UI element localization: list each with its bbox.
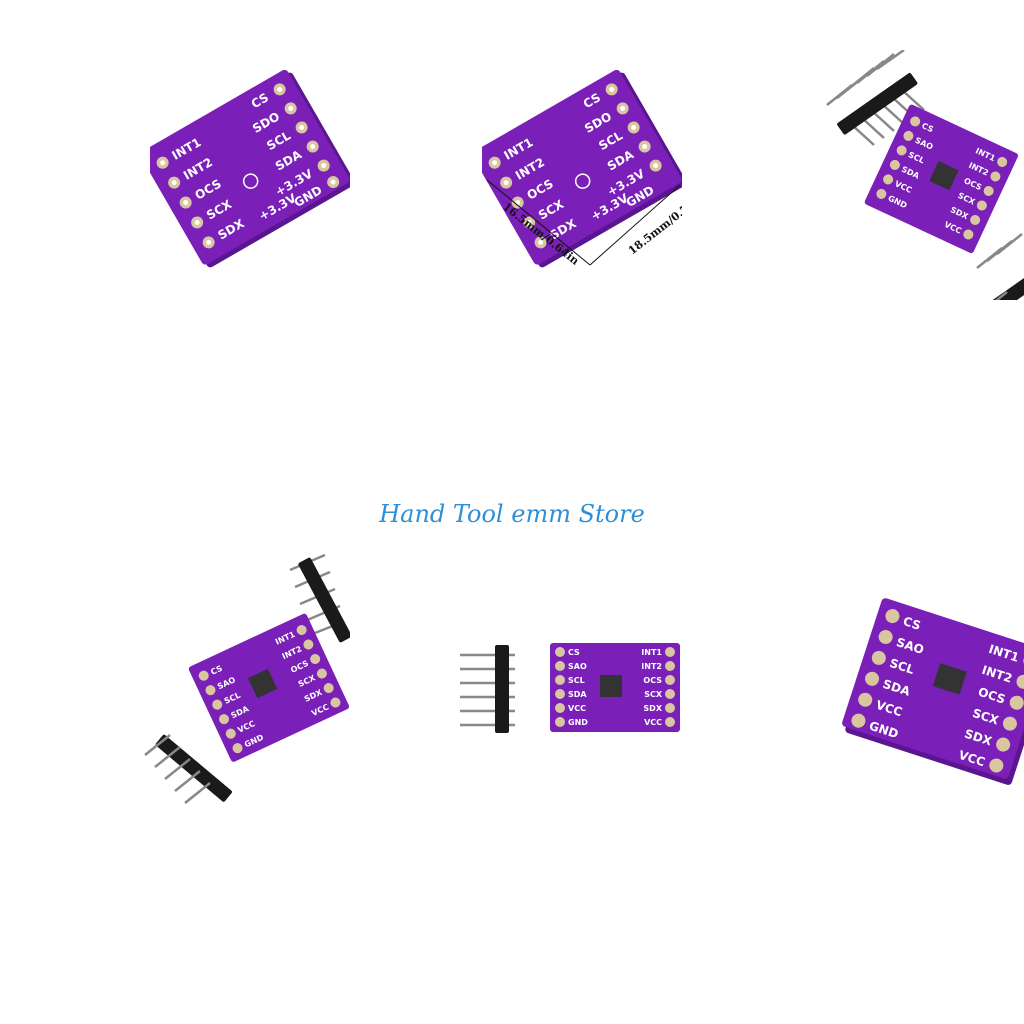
product-photo-3-with-headers: CS SAO SCL SDA VCC GND INT1 INT2 OCS SCX… [826, 50, 1024, 300]
product-photo-1: INT1 INT2 OCS SCX SDX CS SDO SCL SDA +3.… [150, 70, 350, 268]
pin-header-bottom [976, 233, 1024, 300]
left-pads [488, 156, 547, 249]
pin-label: SAO [568, 662, 587, 671]
right-pads [273, 83, 340, 189]
dimension-line-width [486, 179, 591, 266]
pin-label: SCL [568, 676, 585, 685]
right-pads [605, 83, 662, 172]
product-photo-4-with-headers: CS SAO SCL SDA VCC GND INT1 INT2 OCS SCX… [144, 553, 350, 804]
pin-label: INT2 [641, 662, 662, 671]
pcb-board [482, 70, 682, 265]
pin-header [460, 645, 515, 733]
pin-label: CS [568, 648, 580, 657]
pin-label: VCC [644, 718, 662, 727]
pcb-board [150, 70, 350, 265]
product-photo-6-angled: CS SAO SCL SDA VCC GND INT1 INT2 OCS SCX… [842, 598, 1024, 785]
store-name-watermark: Hand Tool emm Store [379, 500, 645, 528]
dimension-line-height [589, 184, 681, 266]
product-photo-5-front: CS SAO SCL SDA VCC GND INT1 INT2 OCS SCX… [460, 643, 680, 733]
pin-label: VCC [568, 704, 586, 713]
pcb-board [842, 598, 1024, 779]
pin-label: SDA [568, 690, 587, 699]
pin-label: SCX [644, 690, 663, 699]
pin-label: INT1 [641, 648, 662, 657]
product-photo-2-dimensions: INT1 INT2 OCS SCX SDX CS SDO SCL SDA +3.… [482, 70, 682, 268]
pin-label: OCS [643, 676, 662, 685]
pin-label: CS [901, 614, 922, 633]
pin-header-bottom [144, 734, 232, 804]
left-pads [156, 156, 215, 249]
pin-label: GND [568, 718, 588, 727]
pin-header-top [826, 50, 925, 146]
pin-label: SDX [643, 704, 662, 713]
